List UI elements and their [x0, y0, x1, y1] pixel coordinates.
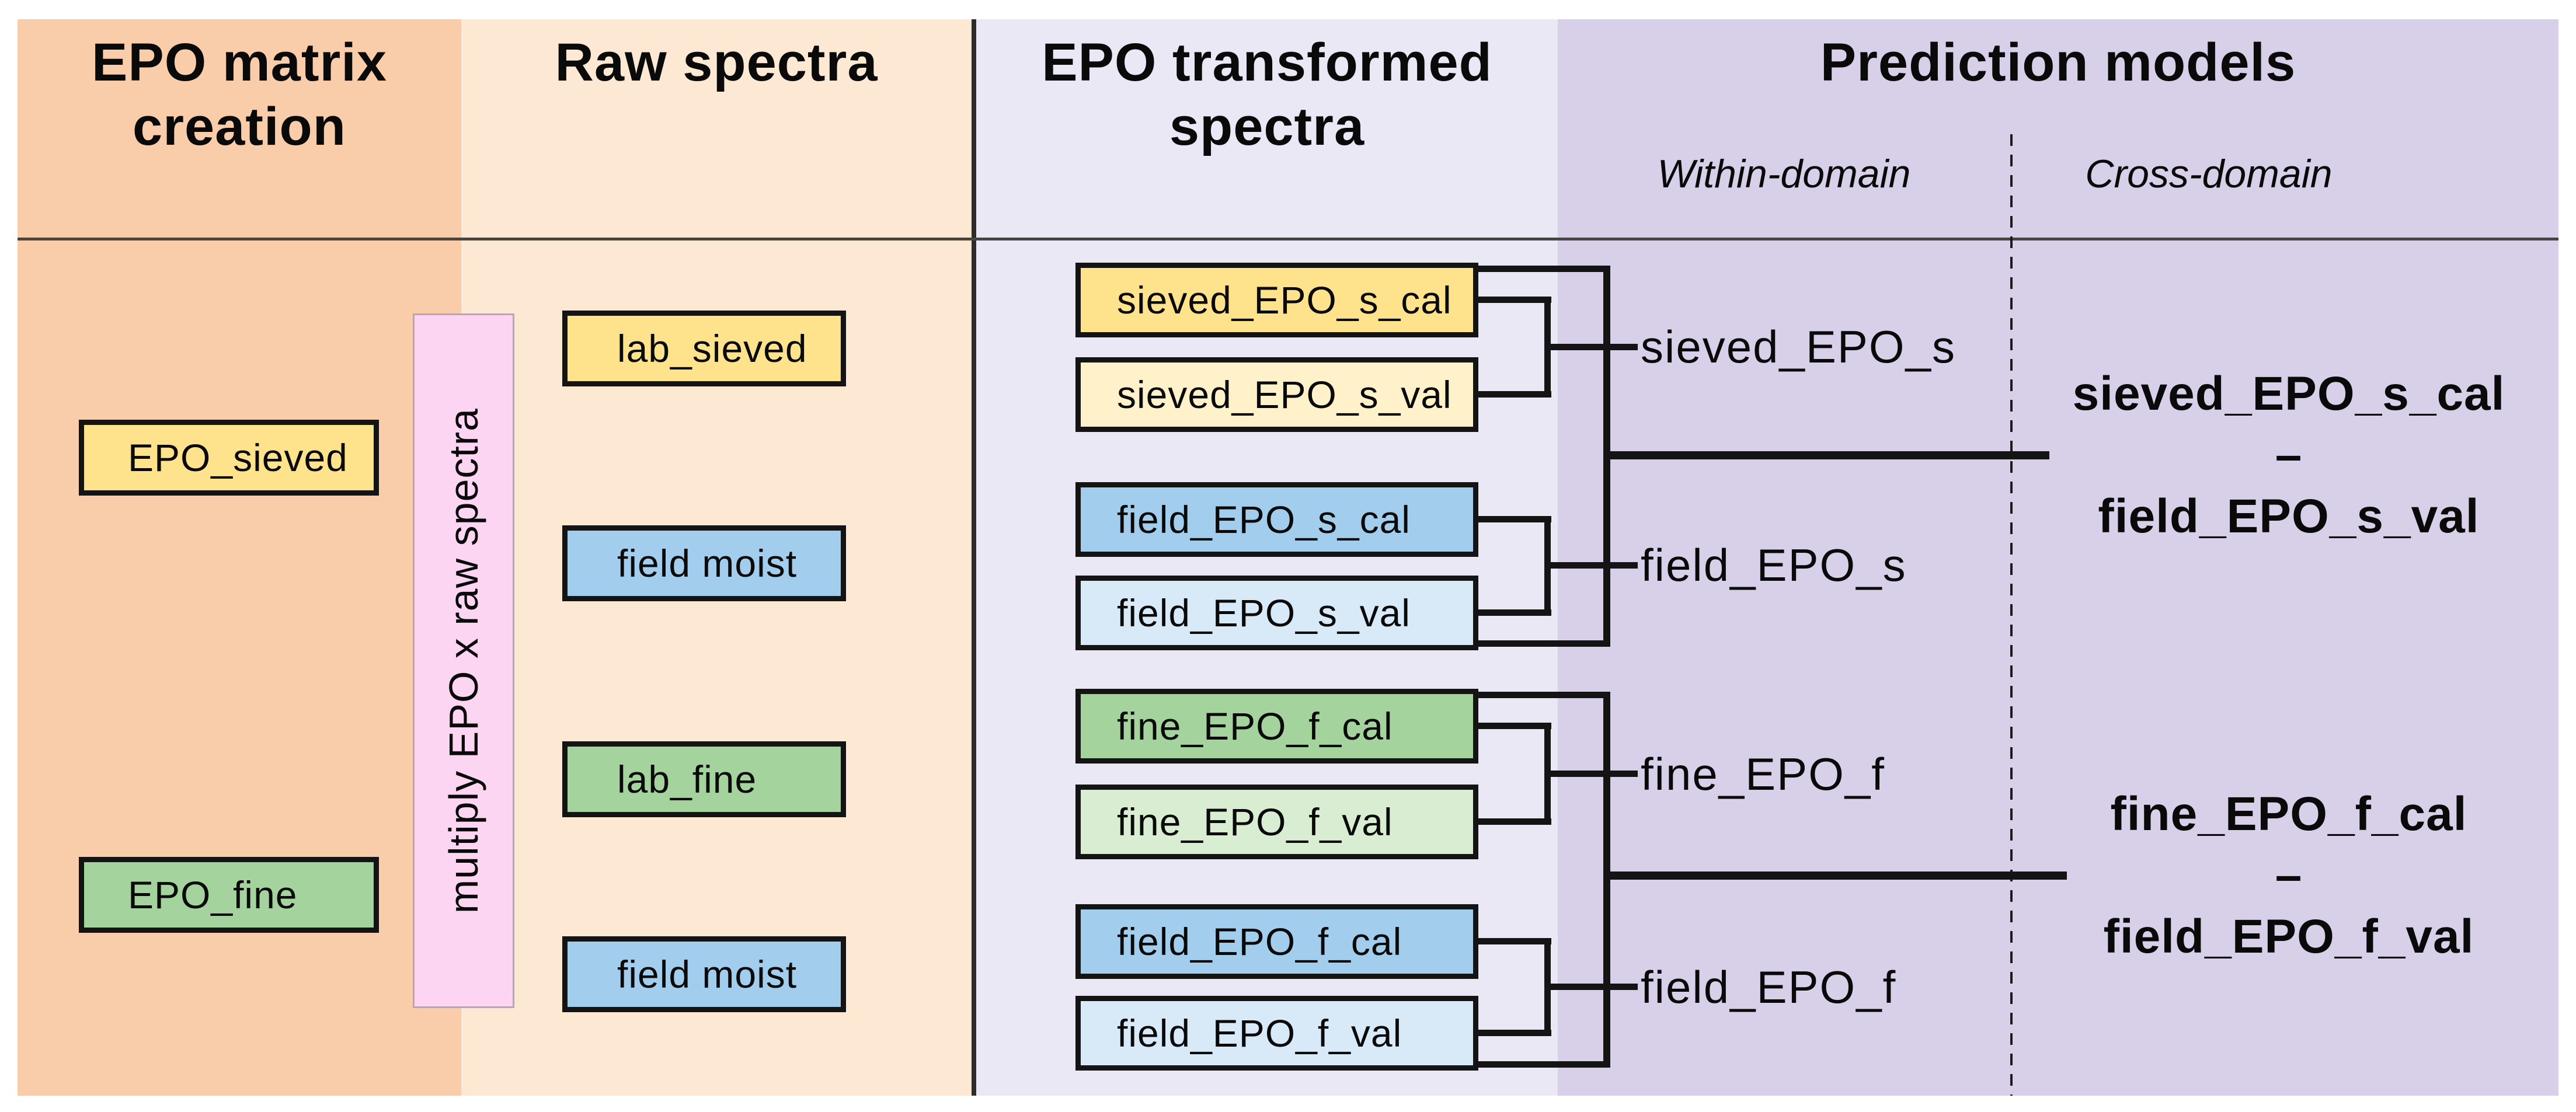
- box-field-epo-f-val: field_EPO_f_val: [1075, 996, 1478, 1071]
- box-lab-fine: lab_fine: [562, 741, 846, 817]
- title-line: Raw spectra: [555, 33, 878, 92]
- connector-fine-f-val: [1478, 818, 1551, 825]
- column-divider: [972, 19, 976, 1096]
- box-label: fine_EPO_f_val: [1117, 800, 1393, 843]
- connector-sieved-exit: [1544, 344, 1638, 350]
- column-title-prediction: Prediction models: [1558, 30, 2558, 95]
- cross-model-2-line2: field_EPO_f_val: [2103, 910, 2474, 963]
- connector-fine-f-exit: [1544, 771, 1638, 777]
- box-label: field moist: [617, 542, 798, 585]
- within-model-field-epo-f: field_EPO_f: [1641, 961, 1897, 1013]
- box-sieved-epo-s-cal: sieved_EPO_s_cal: [1075, 263, 1478, 337]
- within-domain-heading: Within-domain: [1657, 152, 1911, 196]
- box-label: field_EPO_f_val: [1117, 1012, 1402, 1055]
- box-epo-sieved: EPO_sieved: [79, 420, 379, 496]
- box-field-epo-s-val: field_EPO_s_val: [1075, 576, 1478, 650]
- connector-field-s-exit: [1544, 562, 1638, 569]
- connector-sieved-cal: [1478, 297, 1551, 303]
- within-model-sieved-epo-s: sieved_EPO_s: [1641, 321, 1956, 372]
- header-rule: [18, 238, 2558, 240]
- box-fine-epo-f-cal: fine_EPO_f_cal: [1075, 689, 1478, 764]
- connector-s-cross-exit: [1603, 451, 2049, 459]
- connector-s-outer-top: [1478, 266, 1610, 272]
- box-multiply-operation: multiply EPO x raw spectra: [413, 313, 514, 1008]
- connector-f-outer-bracket: [1603, 692, 1610, 1068]
- box-fine-epo-f-val: fine_EPO_f_val: [1075, 785, 1478, 859]
- column-epo-matrix-panel: [18, 19, 461, 1096]
- box-label: sieved_EPO_s_val: [1117, 373, 1452, 416]
- title-line: EPO matrix: [92, 33, 387, 92]
- connector-field-f-cal: [1478, 938, 1551, 944]
- connector-field-f-exit: [1544, 984, 1638, 990]
- connector-s-outer-bottom: [1478, 640, 1610, 647]
- box-label: field_EPO_s_cal: [1117, 498, 1411, 541]
- within-model-fine-epo-f: fine_EPO_f: [1641, 748, 1885, 800]
- box-label: field_EPO_f_cal: [1117, 920, 1402, 963]
- box-field-moist-2: field moist: [562, 936, 846, 1012]
- box-label: lab_fine: [617, 758, 757, 801]
- connector-field-s-cal: [1478, 516, 1551, 522]
- multiply-operation-label: multiply EPO x raw spectra: [441, 407, 486, 914]
- within-model-field-epo-s: field_EPO_s: [1641, 539, 1907, 591]
- connector-sieved-val: [1478, 391, 1551, 398]
- column-prediction-panel: [1558, 19, 2558, 1096]
- box-label: field moist: [617, 953, 798, 996]
- cross-model-1-line1: sieved_EPO_s_cal: [2072, 367, 2505, 420]
- connector-field-s-val: [1478, 609, 1551, 616]
- box-label: lab_sieved: [617, 327, 807, 370]
- box-field-epo-f-cal: field_EPO_f_cal: [1075, 904, 1478, 979]
- cross-model-2-separator: –: [2275, 849, 2303, 902]
- box-sieved-epo-s-val: sieved_EPO_s_val: [1075, 357, 1478, 432]
- column-title-raw-spectra: Raw spectra: [461, 30, 972, 95]
- within-cross-dashed-divider: [2010, 134, 2013, 1096]
- connector-f-outer-top: [1478, 692, 1610, 698]
- box-epo-fine: EPO_fine: [79, 857, 379, 933]
- box-label: fine_EPO_f_cal: [1117, 705, 1393, 748]
- cross-model-1-line2: field_EPO_s_val: [2098, 490, 2480, 543]
- cross-model-2-line1: fine_EPO_f_cal: [2110, 787, 2467, 841]
- connector-fine-f-cal: [1478, 723, 1551, 729]
- box-field-epo-s-cal: field_EPO_s_cal: [1075, 482, 1478, 557]
- connector-f-outer-bottom: [1478, 1061, 1610, 1068]
- box-label: field_EPO_s_val: [1117, 591, 1411, 635]
- title-line: creation: [133, 97, 346, 156]
- box-lab-sieved: lab_sieved: [562, 311, 846, 386]
- connector-f-cross-exit: [1603, 872, 2067, 880]
- box-label: sieved_EPO_s_cal: [1117, 278, 1452, 322]
- box-label: EPO_sieved: [128, 436, 348, 479]
- cross-domain-heading: Cross-domain: [2085, 152, 2333, 196]
- box-field-moist-1: field moist: [562, 525, 846, 601]
- title-line: Prediction models: [1820, 33, 2296, 92]
- box-label: EPO_fine: [128, 873, 298, 916]
- cross-model-1-separator: –: [2275, 428, 2303, 482]
- connector-field-f-val: [1478, 1030, 1551, 1036]
- title-line: EPO transformed: [1042, 33, 1492, 92]
- title-line: spectra: [1169, 97, 1365, 156]
